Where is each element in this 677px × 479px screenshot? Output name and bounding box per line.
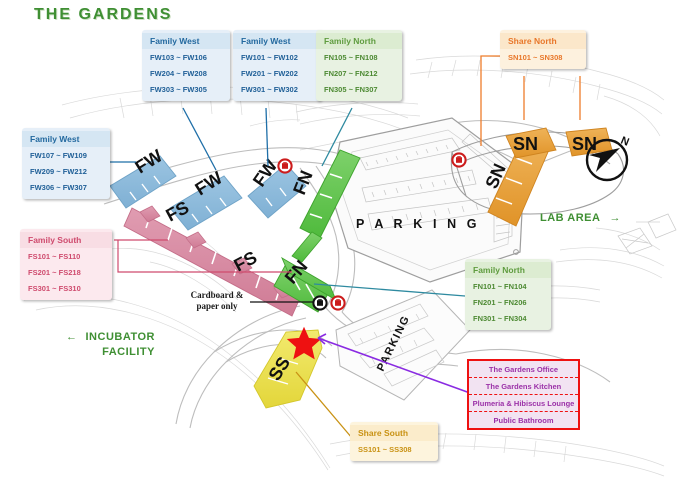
svg-text:SN: SN (513, 134, 538, 154)
lab-area-annotation: LAB AREA → (540, 212, 621, 224)
callout-family-west-mid[interactable]: Family West FW103 ~ FW106 FW204 ~ FW208 … (142, 30, 230, 101)
incubator-label-line1: INCUBATOR (85, 331, 155, 343)
trash-marker-cardboard[interactable] (312, 295, 328, 311)
callout-row: FW107 ~ FW109 (30, 150, 87, 160)
cardboard-line1: Cardboard & (190, 290, 244, 300)
callout-header: Family West (142, 33, 230, 49)
callout-row: FW301 ~ FW302 (241, 84, 298, 94)
callout-header: Family North (465, 262, 551, 278)
callout-family-north-bottom[interactable]: Family North FN101 ~ FN104 FN201 ~ FN206… (465, 259, 551, 330)
building-family-west-3 (247, 163, 307, 219)
parking-label-main: P A R K I N G (356, 217, 480, 231)
amenity-row[interactable]: The Gardens Kitchen (469, 378, 578, 395)
callout-header: Share South (350, 425, 438, 441)
lower-parking-lot (335, 289, 471, 401)
callout-row: FN305 ~ FN307 (324, 84, 378, 94)
cardboard-paper-annotation: Cardboard & paper only (182, 290, 252, 312)
incubator-label-line2: FACILITY (102, 346, 155, 358)
page-title: THE GARDENS (34, 6, 173, 23)
callout-row: FW303 ~ FW305 (150, 84, 207, 94)
callout-row: FW101 ~ FW102 (241, 52, 298, 62)
callout-family-south[interactable]: Family South FS101 ~ FS110 FS201 ~ FS218… (20, 229, 112, 300)
cardboard-line2: paper only (196, 301, 238, 311)
callout-row: FN201 ~ FN206 (473, 297, 527, 307)
lab-area-label: LAB AREA (540, 212, 601, 224)
callout-share-south[interactable]: Share South SS101 ~ SS308 (350, 422, 438, 461)
building-family-west-1 (109, 155, 177, 209)
arrow-left-icon: ← (66, 331, 78, 343)
callout-row: FN301 ~ FN304 (473, 313, 527, 323)
callout-row: FN207 ~ FN212 (324, 68, 378, 78)
trash-marker-red-3[interactable] (330, 295, 346, 311)
amenity-row[interactable]: Plumeria & Hibiscus Lounge (469, 395, 578, 412)
callout-connectors (106, 55, 581, 439)
callout-share-north[interactable]: Share North SN101 ~ SN308 (500, 30, 586, 69)
incubator-facility-annotation: ← INCUBATOR FACILITY (66, 330, 155, 360)
trash-marker-red-2[interactable] (451, 152, 467, 168)
site-structures (617, 213, 677, 255)
callout-row: FW306 ~ FW307 (30, 182, 87, 192)
callout-header: Family North (316, 33, 402, 49)
central-parking-lot (329, 117, 525, 283)
red-star-marker (286, 326, 322, 360)
building-family-west-2 (169, 175, 243, 231)
callout-family-west-right[interactable]: Family West FW101 ~ FW102 FW201 ~ FW202 … (233, 30, 321, 101)
svg-text:N: N (619, 135, 631, 149)
building-share-north-2 (505, 127, 557, 159)
callout-amenities[interactable]: The Gardens Office The Gardens Kitchen P… (467, 359, 580, 430)
callout-header: Family West (233, 33, 321, 49)
building-family-north-fragment (291, 231, 323, 263)
callout-row: FN105 ~ FN108 (324, 52, 378, 62)
arrow-right-icon: → (609, 212, 621, 224)
callout-row: SN101 ~ SN308 (508, 52, 563, 62)
amenity-row[interactable]: Public Bathroom (493, 415, 554, 425)
callout-family-west-left[interactable]: Family West FW107 ~ FW109 FW209 ~ FW212 … (22, 128, 110, 199)
callout-row: FW209 ~ FW212 (30, 166, 87, 176)
callout-header: Family South (20, 232, 112, 248)
callout-header: Share North (500, 33, 586, 49)
callout-row: FS101 ~ FS110 (28, 251, 81, 261)
callout-row: FW103 ~ FW106 (150, 52, 207, 62)
trash-marker-red-1[interactable] (277, 158, 293, 174)
amenity-row[interactable]: The Gardens Office (469, 361, 578, 378)
callout-header: Family West (22, 131, 110, 147)
callout-family-north-top[interactable]: Family North FN105 ~ FN108 FN207 ~ FN212… (316, 30, 402, 101)
callout-row: FS301 ~ FS310 (28, 283, 81, 293)
callout-row: FW201 ~ FW202 (241, 68, 298, 78)
compass-rose: N (585, 135, 631, 182)
building-family-south (123, 205, 301, 317)
terrain-contours (23, 55, 665, 477)
callout-row: FS201 ~ FS218 (28, 267, 81, 277)
callout-row: FW204 ~ FW208 (150, 68, 207, 78)
callout-row: FN101 ~ FN104 (473, 281, 527, 291)
callout-row: SS101 ~ SS308 (358, 444, 412, 454)
